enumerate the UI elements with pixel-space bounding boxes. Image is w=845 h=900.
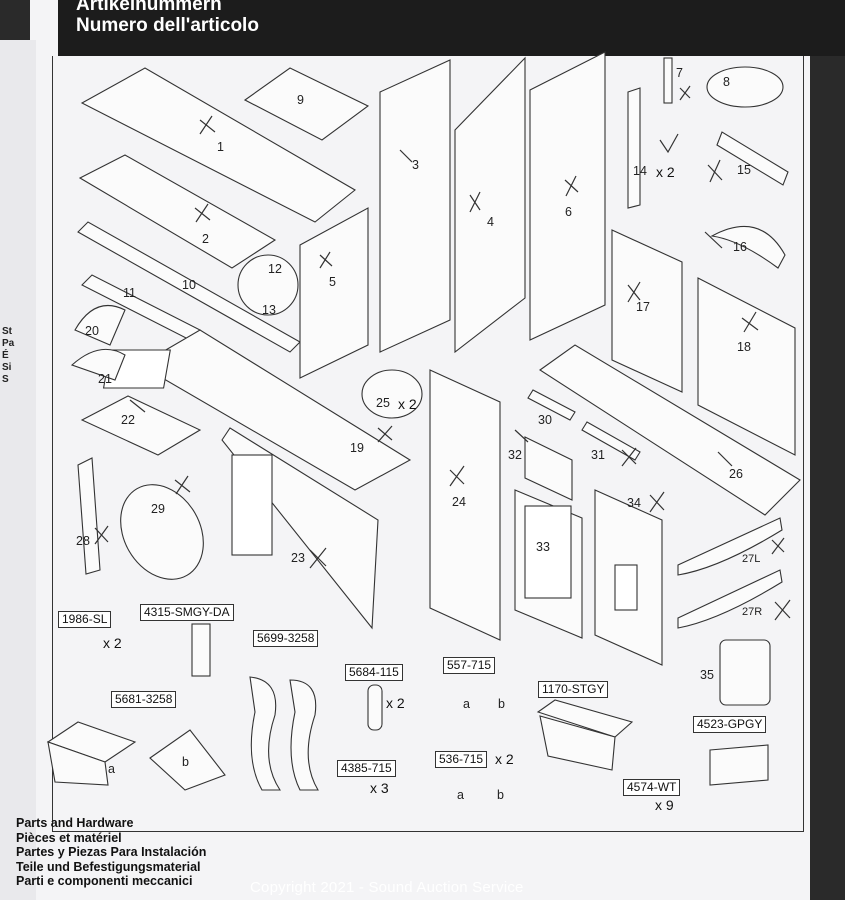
- part-label: 19: [350, 441, 364, 455]
- sub-label-b: b: [498, 697, 505, 711]
- part-label: 18: [737, 340, 751, 354]
- sub-label-b: b: [182, 755, 189, 769]
- part-label: 30: [538, 413, 552, 427]
- part-label: 33: [536, 540, 550, 554]
- hardware-code: 1170-STGY: [538, 681, 609, 698]
- part-label: 1: [217, 140, 224, 154]
- underlying-sheet: [0, 40, 36, 900]
- sub-label-a: a: [108, 762, 115, 776]
- part-label: 27L: [742, 553, 761, 565]
- edge-text: Pa: [2, 338, 15, 349]
- footer-line: Partes y Piezas Para Instalación: [16, 845, 207, 859]
- quantity: x 2: [398, 396, 417, 412]
- part-label: 3: [412, 158, 419, 172]
- part-label: 13: [262, 303, 276, 317]
- hardware-code: 5684-115: [345, 664, 403, 681]
- hardware-qty: x 2: [386, 695, 405, 711]
- part-label: 8: [723, 75, 730, 89]
- edge-text: St: [2, 326, 12, 337]
- part-label: 22: [121, 413, 135, 427]
- part-label: 35: [700, 668, 714, 682]
- edge-text: S: [2, 374, 9, 385]
- part-label: 32: [508, 448, 522, 462]
- hardware-code: 536-715: [435, 751, 488, 768]
- part-label: 23: [291, 551, 305, 565]
- sub-label-a: a: [463, 697, 470, 711]
- footer-line: Pièces et matériel: [16, 830, 122, 845]
- part-label: 7: [676, 66, 683, 80]
- hardware-code: 557-715: [443, 657, 496, 674]
- quantity: x 2: [656, 164, 675, 180]
- header-line-2: Numero dell'articolo: [76, 15, 259, 36]
- part-label: 5: [329, 275, 336, 289]
- footer-line: Parti e componenti meccanici: [16, 874, 193, 888]
- edge-text: Si: [2, 362, 12, 373]
- hardware-qty: x 2: [495, 751, 514, 767]
- part-label: 17: [636, 300, 650, 314]
- part-label: 29: [151, 502, 165, 516]
- sub-label-a: a: [457, 788, 464, 802]
- part-label: 12: [268, 262, 282, 276]
- part-label: 11: [123, 286, 136, 300]
- hardware-qty: x 2: [103, 635, 122, 651]
- part-label: 6: [565, 205, 572, 219]
- part-label: 20: [85, 324, 99, 338]
- footer-caption: Parts and Hardware Pièces et matériel Pa…: [16, 816, 206, 889]
- part-label: 15: [737, 163, 751, 177]
- copyright-watermark: Copyright 2021 - Sound Auction Service: [250, 879, 524, 896]
- sub-label-b: b: [497, 788, 504, 802]
- part-label: 34: [627, 496, 641, 510]
- diagram-frame: [52, 56, 804, 832]
- hardware-qty: x 9: [655, 797, 674, 813]
- hardware-code: 4385-715: [337, 760, 396, 777]
- part-label: 25: [376, 396, 390, 410]
- part-label: 27R: [742, 606, 763, 618]
- part-label: 28: [76, 534, 90, 548]
- hardware-code: 4315-SMGY-DA: [140, 604, 234, 621]
- header-bar: Artikelnummern Numero dell'articolo: [58, 0, 845, 56]
- footer-line: Parts and Hardware: [16, 816, 134, 830]
- hardware-code: 5681-3258: [111, 691, 177, 708]
- hardware-code: 1986-SL: [58, 611, 112, 628]
- part-label: 24: [452, 495, 466, 509]
- edge-text: É: [2, 350, 9, 361]
- hardware-code: 5699-3258: [253, 630, 319, 647]
- hardware-code: 4574-WT: [623, 779, 681, 796]
- header-line-1: Artikelnummern: [76, 0, 222, 15]
- footer-line: Teile und Befestigungsmaterial: [16, 859, 201, 874]
- hardware-qty: x 3: [370, 780, 389, 796]
- part-label: 9: [297, 93, 304, 107]
- hardware-code: 4523-GPGY: [693, 716, 767, 733]
- part-label: 31: [591, 448, 605, 462]
- part-label: 16: [733, 240, 747, 254]
- part-label: 2: [202, 232, 209, 246]
- part-label: 14: [633, 164, 647, 178]
- part-label: 21: [98, 372, 112, 386]
- part-label: 4: [487, 215, 494, 229]
- part-label: 10: [182, 278, 196, 292]
- part-label: 26: [729, 467, 743, 481]
